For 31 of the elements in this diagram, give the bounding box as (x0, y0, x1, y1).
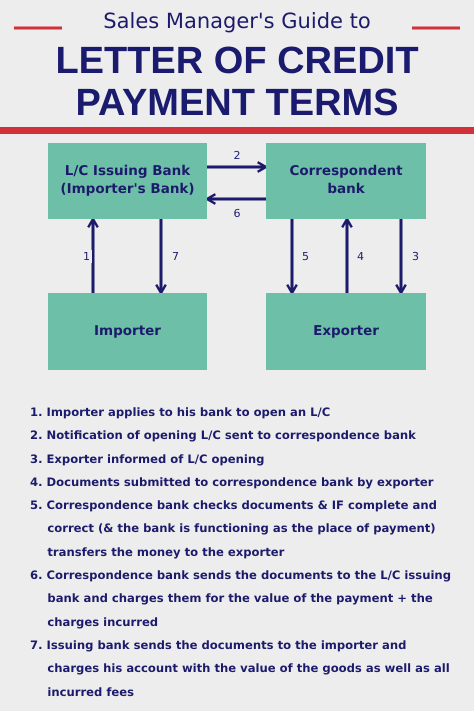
arrow (341, 218, 353, 293)
edge-label: 4 (355, 250, 366, 263)
node-label: Importer (94, 322, 161, 340)
process-box (48, 143, 207, 219)
step-description: 1. Importer applies to his bank to open an L/C (30, 404, 332, 421)
arrow (395, 219, 407, 294)
arrow (155, 219, 167, 294)
edge-label: 6 (232, 207, 242, 220)
step-description: 4. Documents submitted to correspondence bank by exporter (30, 474, 434, 491)
step-description: 6. Correspondence bank sends the documents to the L/C issuing bank and charges them for the value of the payment + the charges incurred (30, 567, 452, 631)
node-label: L/C Issuing Bank (Importer's Bank) (59, 163, 196, 199)
edge-label: 2 (232, 149, 242, 162)
arrow (207, 161, 268, 173)
edge-label: 7 (170, 250, 181, 263)
title: LETTER OF CREDIT PAYMENT TERMS (54, 40, 420, 124)
process-box (266, 143, 426, 219)
node-label: Exporter (313, 322, 379, 340)
arrow (87, 218, 99, 293)
arrow (206, 193, 266, 205)
edge-label: 3 (410, 250, 421, 263)
subtitle: Sales Manager's Guide to (103, 9, 371, 33)
step-description: 3. Exporter informed of L/C opening (30, 451, 266, 468)
process-box (266, 293, 426, 370)
edge-label: 5 (300, 250, 311, 263)
step-description: 7. Issuing bank sends the documents to the importer and charges his account with the value of the goods as well as all incurred fees (30, 637, 451, 701)
arrow (286, 219, 298, 294)
node-label: Correspondent bank (288, 163, 404, 199)
process-box (48, 293, 207, 370)
edge-label: 1 (81, 250, 92, 263)
step-description: 5. Correspondence bank checks documents & IF complete and correct (& the bank is functioning as the place of payment) transfers the money to the exporter (30, 497, 438, 561)
step-description: 2. Notification of opening L/C sent to correspondence bank (30, 427, 417, 444)
